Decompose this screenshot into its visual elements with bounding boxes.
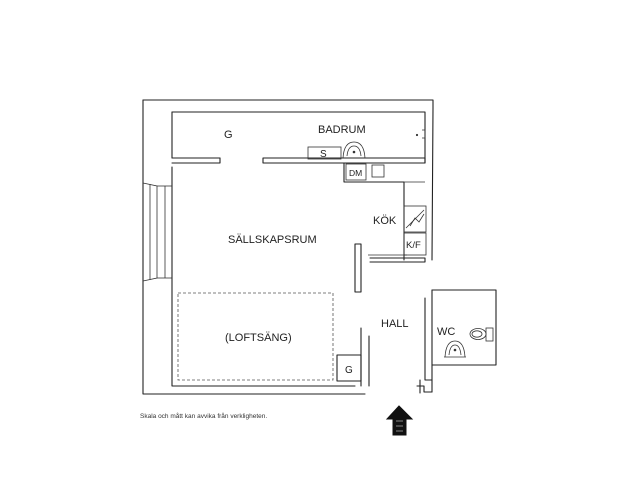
outer-walls <box>142 99 497 395</box>
bathroom-wall <box>171 157 426 164</box>
bathroom-shelf: S <box>307 146 342 160</box>
fridge-freezer-label: K/F <box>406 240 421 251</box>
label-sallskapsrum: SÄLLSKAPSRUM <box>228 234 317 246</box>
label-badrum: BADRUM <box>318 124 366 136</box>
label-loftsang: (LOFTSÄNG) <box>225 332 292 344</box>
hall-partition <box>354 243 426 387</box>
wc-sink-icon <box>444 340 466 358</box>
dishwasher-label: DM <box>349 168 362 178</box>
toilet-icon <box>469 327 494 342</box>
stove-icon <box>403 205 427 233</box>
label-hall: HALL <box>381 318 409 330</box>
sink-icon <box>342 141 366 159</box>
kitchen-area: DM K/F <box>343 162 427 261</box>
shelf-label: S <box>320 149 327 160</box>
window-bay <box>142 182 172 282</box>
label-wc: WC <box>437 326 455 338</box>
label-kok: KÖK <box>373 215 397 227</box>
hall-closet: G <box>336 354 362 382</box>
entrance-arrow-icon <box>385 405 414 436</box>
label-bathroom-closet: G <box>224 129 233 141</box>
loft-bed <box>177 292 334 381</box>
scale-disclaimer: Skala och mått kan avvika från verklighe… <box>140 412 267 420</box>
bathroom-fixture <box>415 129 426 139</box>
hall-closet-label: G <box>345 365 353 376</box>
